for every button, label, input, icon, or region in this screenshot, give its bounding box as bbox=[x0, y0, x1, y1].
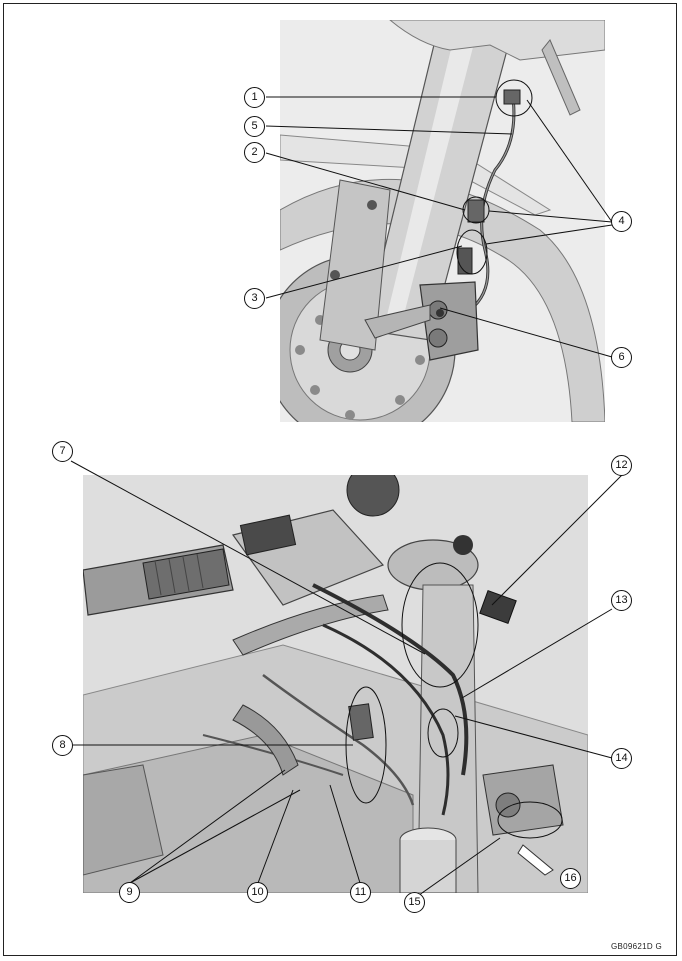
handlebar-routing-illustration bbox=[83, 475, 588, 893]
callout-3: 3 bbox=[244, 288, 265, 309]
callout-5: 5 bbox=[244, 116, 265, 137]
figure-code: GB09621D G bbox=[611, 942, 663, 951]
callout-6: 6 bbox=[611, 347, 632, 368]
callout-15: 15 bbox=[404, 892, 425, 913]
callout-13: 13 bbox=[611, 590, 632, 611]
callout-16: 16 bbox=[560, 868, 581, 889]
callout-12: 12 bbox=[611, 455, 632, 476]
callout-4: 4 bbox=[611, 211, 632, 232]
front-fork-illustration bbox=[280, 20, 605, 422]
callout-9: 9 bbox=[119, 882, 140, 903]
callout-14: 14 bbox=[611, 748, 632, 769]
callout-7: 7 bbox=[52, 441, 73, 462]
page-border bbox=[3, 3, 677, 956]
callout-10: 10 bbox=[247, 882, 268, 903]
callout-2: 2 bbox=[244, 142, 265, 163]
callout-11: 11 bbox=[350, 882, 371, 903]
callout-8: 8 bbox=[52, 735, 73, 756]
callout-1: 1 bbox=[244, 87, 265, 108]
